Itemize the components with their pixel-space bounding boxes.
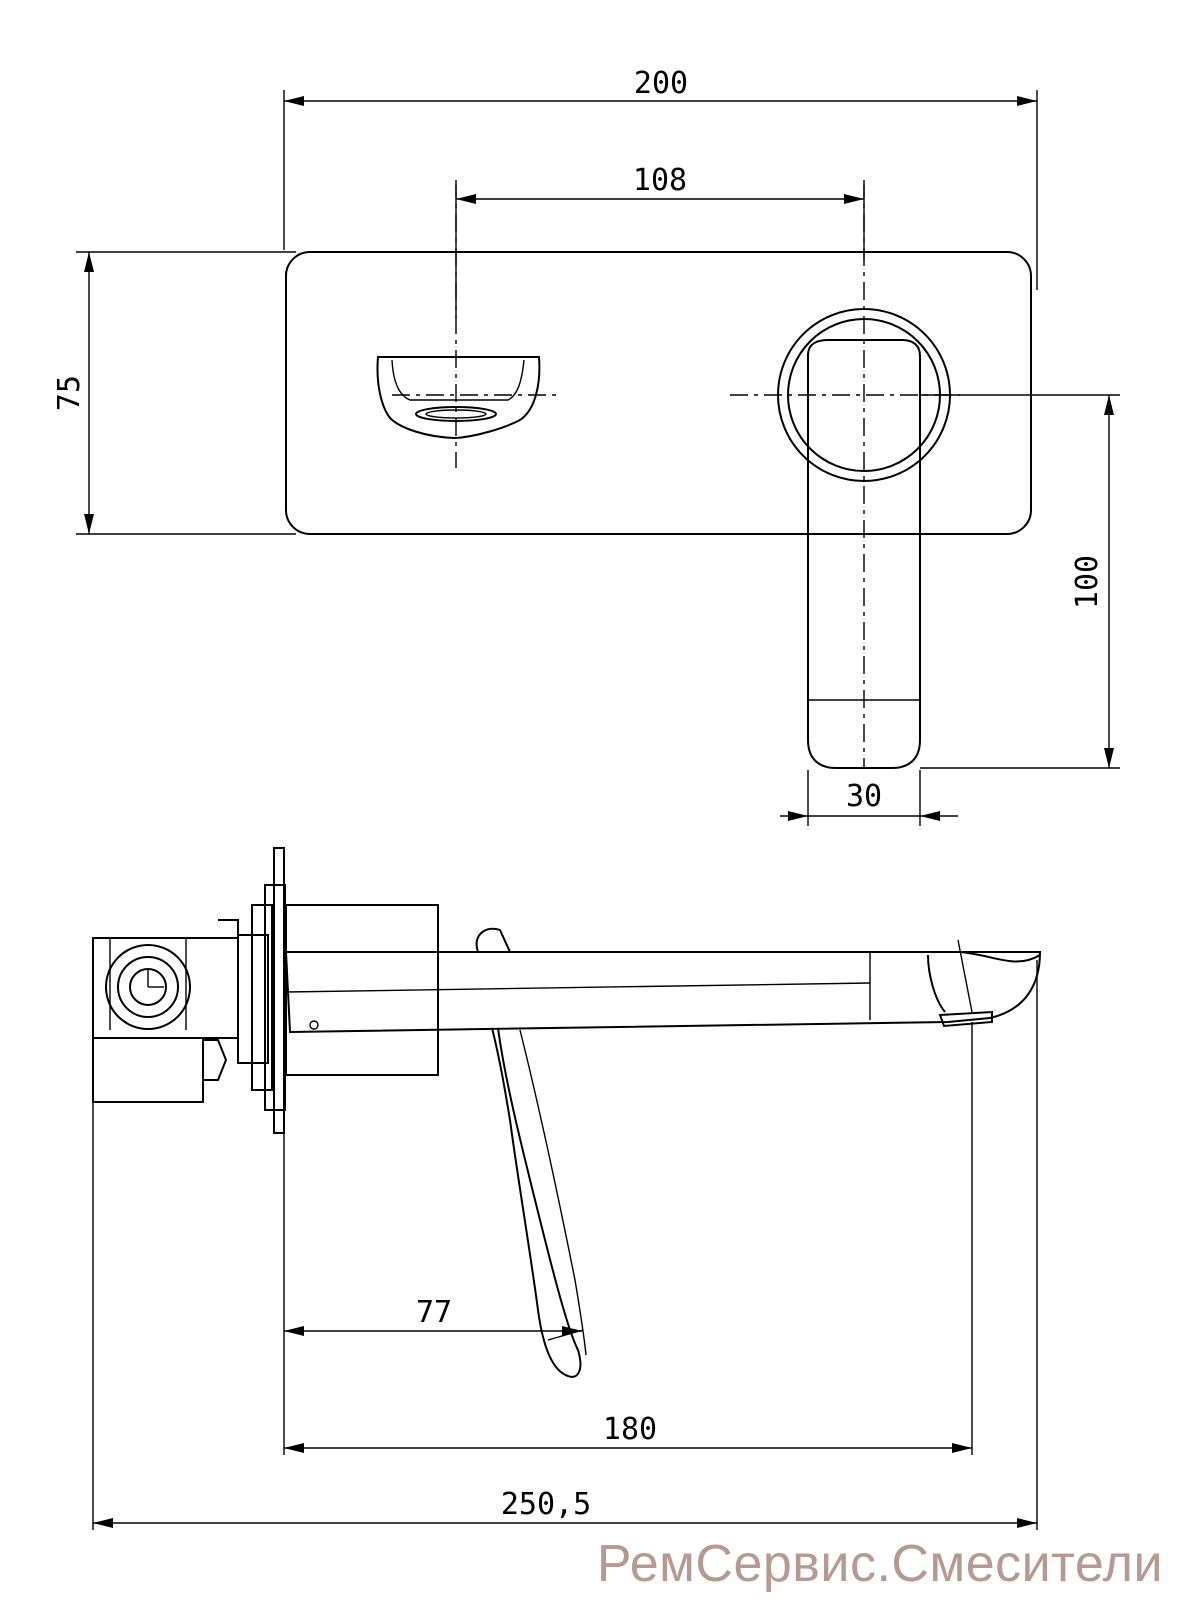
dim-108-label: 108 (633, 163, 687, 198)
dim-100-label: 100 (1070, 555, 1105, 609)
spout (284, 939, 1042, 1034)
dim-75: 75 (52, 251, 296, 535)
dim-180-label: 180 (603, 1412, 657, 1447)
dim-77-label: 77 (416, 1295, 452, 1330)
dim-77: 77 (284, 1295, 582, 1336)
dim-30-label: 30 (846, 779, 882, 814)
handle (730, 180, 960, 769)
dim-108: 108 (455, 163, 865, 318)
dim-250-5: 250,5 (93, 1487, 1037, 1528)
dim-30: 30 (780, 770, 958, 826)
lever-side (475, 927, 587, 1378)
wall-plate (285, 251, 1032, 535)
flange (237, 847, 286, 1134)
spout-outlet (376, 180, 560, 468)
dim-200-label: 200 (634, 66, 688, 101)
dim-250-5-label: 250,5 (501, 1487, 591, 1522)
side-view: 77 180 250,5 (92, 847, 1042, 1530)
front-view: 200 108 75 100 (52, 66, 1120, 826)
dim-180: 180 (284, 1412, 972, 1453)
watermark-text: РемСервис.Смесители (596, 1535, 1163, 1593)
dim-100: 100 (920, 394, 1120, 769)
dim-200: 200 (283, 66, 1038, 290)
concealed-body (92, 919, 239, 1103)
dim-75-label: 75 (52, 375, 87, 411)
